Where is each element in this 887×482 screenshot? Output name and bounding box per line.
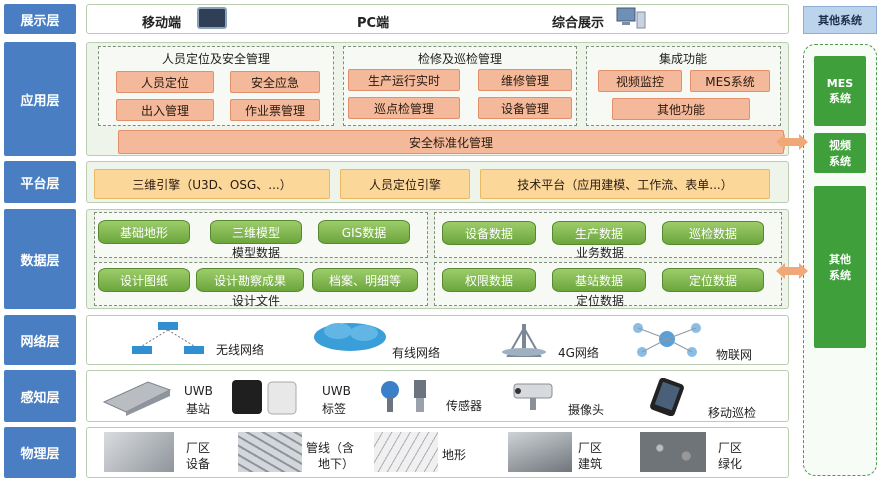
data-model-item-3[interactable]: GIS数据 (318, 220, 410, 244)
platform-3d-engine[interactable]: 三维引擎（U3D、OSG、...） (94, 169, 330, 199)
side-header: 其他系统 (803, 6, 877, 34)
side-other-system[interactable]: 其他 系统 (814, 186, 866, 348)
mobile-patrol-label: 移动巡检 (708, 406, 757, 420)
uwb-tag-label-2: 标签 (322, 402, 347, 416)
sensor-label: 传感器 (446, 399, 483, 413)
location-data-title: 定位数据 (575, 294, 624, 308)
app-personnel-item-4[interactable]: 作业票管理 (230, 99, 320, 121)
data-design-item-2[interactable]: 设计勘察成果 (196, 268, 304, 292)
app-maintenance-item-1[interactable]: 生产运行实时 (348, 69, 460, 91)
data-model-item-1[interactable]: 基础地形 (98, 220, 190, 244)
side-mes-line-1: MES (826, 76, 854, 90)
plant-equipment-label-1: 厂区 (186, 441, 211, 455)
data-business-item-2[interactable]: 生产数据 (552, 221, 646, 245)
layer-label-network: 网络层 (4, 315, 76, 365)
integrated-display-label: 综合展示 (552, 16, 605, 31)
data-design-item-3[interactable]: 档案、明细等 (312, 268, 418, 292)
4g-network-icon (494, 318, 554, 358)
safety-standard-bar[interactable]: 安全标准化管理 (118, 130, 784, 154)
uwb-station-label-1: UWB (184, 384, 213, 398)
workstation-icon (615, 6, 647, 29)
side-video-line-2: 系统 (829, 155, 851, 168)
side-other-line-2: 系统 (829, 269, 851, 282)
double-arrow-application-icon (776, 133, 808, 151)
side-other-line-1: 其他 (829, 253, 851, 266)
pipeline-label-1: 管线（含 (306, 441, 355, 455)
app-personnel-item-2[interactable]: 安全应急 (230, 71, 320, 93)
app-maintenance-item-2[interactable]: 维修管理 (478, 69, 572, 91)
terrain-label: 地形 (442, 448, 467, 462)
side-mes-system[interactable]: MES 系统 (814, 56, 866, 126)
wireless-network-label: 无线网络 (216, 343, 265, 357)
pc-label: PC端 (357, 16, 390, 31)
mobile-label: 移动端 (142, 16, 182, 31)
pipeline-label-2: 地下） (318, 457, 355, 471)
layer-label-application: 应用层 (4, 42, 76, 156)
data-location-item-2[interactable]: 基站数据 (552, 268, 646, 292)
presentation-band (86, 4, 789, 34)
app-maintenance-item-4[interactable]: 设备管理 (478, 97, 572, 119)
plant-building-label-2: 建筑 (578, 457, 603, 471)
camera-icon (510, 380, 562, 414)
plant-greening-image (640, 432, 706, 472)
integration-title: 集成功能 (658, 52, 707, 66)
business-data-title: 业务数据 (575, 246, 624, 260)
wired-network-icon (310, 319, 390, 355)
plant-equipment-image (104, 432, 174, 472)
camera-label: 摄像头 (568, 403, 605, 417)
uwb-tag-icon (230, 378, 300, 416)
layer-label-physical: 物理层 (4, 427, 76, 478)
app-integration-item-2[interactable]: MES系统 (690, 70, 770, 92)
layer-label-perception: 感知层 (4, 370, 76, 422)
app-maintenance-item-3[interactable]: 巡点检管理 (348, 97, 460, 119)
plant-building-label-1: 厂区 (578, 441, 603, 455)
terrain-image (374, 432, 438, 472)
layer-label-data: 数据层 (4, 209, 76, 309)
maintenance-title: 检修及巡检管理 (417, 52, 502, 66)
design-file-title: 设计文件 (231, 294, 280, 308)
uwb-tag-label-1: UWB (322, 384, 351, 398)
app-personnel-item-1[interactable]: 人员定位 (116, 71, 214, 93)
side-video-system[interactable]: 视频 系统 (814, 133, 866, 173)
plant-equipment-label-2: 设备 (186, 457, 211, 471)
sensor-icon (376, 376, 438, 416)
data-location-item-3[interactable]: 定位数据 (662, 268, 764, 292)
app-integration-item-3[interactable]: 其他功能 (612, 98, 750, 120)
side-video-line-1: 视频 (829, 139, 851, 152)
platform-positioning-engine[interactable]: 人员定位引擎 (340, 169, 470, 199)
model-data-title: 模型数据 (231, 246, 280, 260)
mobile-patrol-icon (648, 377, 708, 417)
pipeline-image (238, 432, 302, 472)
uwb-station-label-2: 基站 (186, 402, 211, 416)
4g-network-label: 4G网络 (558, 346, 599, 360)
iot-label: 物联网 (716, 348, 753, 362)
uwb-station-icon (98, 376, 176, 416)
tablet-icon (197, 7, 227, 29)
data-location-item-1[interactable]: 权限数据 (442, 268, 536, 292)
double-arrow-data-icon (776, 262, 808, 280)
layer-label-presentation: 展示层 (4, 4, 76, 34)
app-integration-item-1[interactable]: 视频监控 (598, 70, 682, 92)
plant-greening-label-1: 厂区 (718, 441, 743, 455)
iot-icon (628, 318, 706, 360)
app-personnel-item-3[interactable]: 出入管理 (116, 99, 214, 121)
platform-tech[interactable]: 技术平台（应用建模、工作流、表单...） (480, 169, 770, 199)
data-design-item-1[interactable]: 设计图纸 (98, 268, 190, 292)
wired-network-label: 有线网络 (392, 346, 441, 360)
data-model-item-2[interactable]: 三维模型 (210, 220, 302, 244)
layer-label-platform: 平台层 (4, 161, 76, 203)
wireless-network-icon (128, 320, 210, 360)
personnel-title: 人员定位及安全管理 (161, 52, 270, 66)
plant-greening-label-2: 绿化 (718, 457, 743, 471)
data-business-item-3[interactable]: 巡检数据 (662, 221, 764, 245)
data-business-item-1[interactable]: 设备数据 (442, 221, 536, 245)
side-mes-line-2: 系统 (829, 91, 851, 105)
plant-building-image (508, 432, 572, 472)
